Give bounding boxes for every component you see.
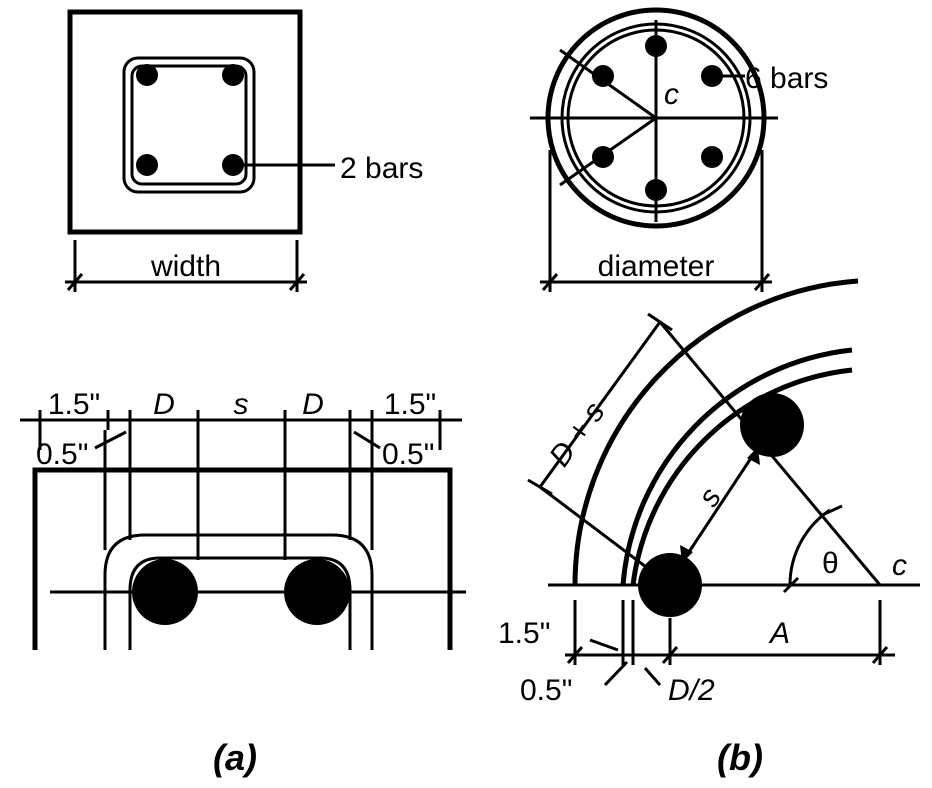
square-column-section: 2 bars width [65,9,423,292]
curved-spacing-detail: D + s s θ c A 1.5" 0.5" D/2 (b) [498,278,920,778]
diameter-label: diameter [598,250,715,283]
rebar [701,146,723,168]
center-label: c [664,78,679,111]
a-label: A [768,617,790,650]
rebar [222,64,244,86]
rebar [740,393,804,457]
center-label: c [892,549,907,582]
bar-spacing-detail: 1.5" D s D 1.5" 0.5" 0.5" (a) [20,388,466,778]
rebar [136,154,158,176]
rebar [645,35,667,57]
stirrup-label: 0.5" [520,674,572,707]
stirrup-label: 0.5" [36,438,88,471]
spacing-label: s [234,388,249,421]
stirrup-label: 0.5" [382,438,434,471]
rebar [136,64,158,86]
half-d-label: D/2 [668,674,715,707]
cover-label: 1.5" [48,388,100,421]
circular-column-section: 6 bars c diameter [530,7,828,292]
bars-label: 2 bars [340,152,423,185]
bars-label: 6 bars [745,62,828,95]
cover-label: 1.5" [384,388,436,421]
rebar [592,65,614,87]
width-label: width [150,250,221,283]
rebar [592,146,614,168]
bar-diameter-label: D [153,388,175,421]
caption-b: (b) [717,737,763,778]
rebar [645,179,667,201]
caption-a: (a) [213,737,257,778]
bar-diameter-label: D [302,388,324,421]
theta-label: θ [822,547,839,580]
rebar [284,559,350,625]
cover-label: 1.5" [498,617,550,650]
spacing-label: s [692,482,728,513]
rebar [132,559,198,625]
